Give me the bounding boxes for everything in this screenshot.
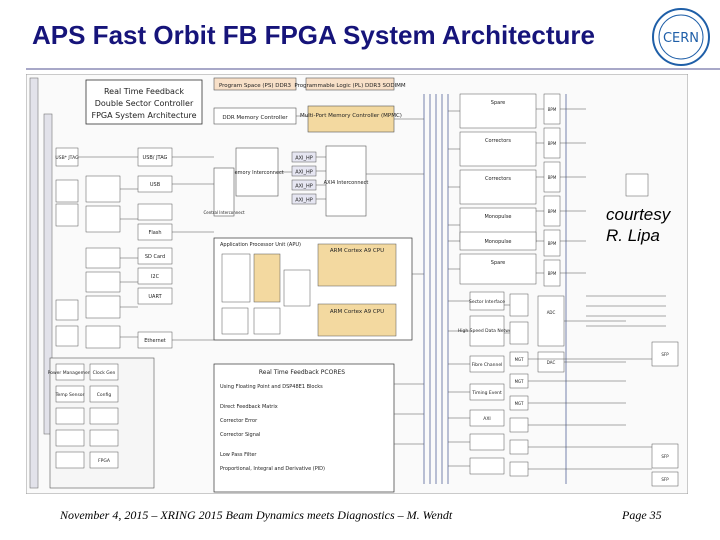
svg-text:ADC: ADC <box>547 310 556 315</box>
svg-text:Clock Gen: Clock Gen <box>93 370 116 376</box>
cern-logo: CERN <box>652 8 710 66</box>
diagram-title-box: Real Time Feedback Double Sector Control… <box>85 79 203 125</box>
page-number: Page 35 <box>622 508 662 522</box>
svg-text:Correctors: Correctors <box>485 138 511 144</box>
svg-text:DAC: DAC <box>547 360 556 365</box>
vertical-buses <box>423 94 567 484</box>
svg-text:Memory Interconnect: Memory Interconnect <box>230 170 284 176</box>
svg-text:ARM Cortex A9 CPU: ARM Cortex A9 CPU <box>330 248 384 254</box>
courtesy-line-2: R. Lipa <box>606 226 660 245</box>
svg-text:Config: Config <box>97 392 112 398</box>
svg-text:Corrector Error: Corrector Error <box>220 418 258 424</box>
svg-text:AXI_HP: AXI_HP <box>295 184 313 190</box>
svg-text:SFP: SFP <box>661 352 669 357</box>
svg-text:Ethernet: Ethernet <box>144 338 166 344</box>
pl-ddr3-block: Programmable Logic (PL) DDR3 SODIMM <box>294 77 406 91</box>
diagram-title-line-1: Real Time Feedback <box>104 87 184 96</box>
svg-text:SFP: SFP <box>661 454 669 459</box>
apu-block: Application Processor Unit (APU) ARM Cor… <box>213 237 413 341</box>
bottom-left-blocks: Power Management Clock Gen Temp Sensor C… <box>48 357 155 489</box>
svg-text:MGT: MGT <box>515 357 524 362</box>
slide-title: APS Fast Orbit FB FPGA System Architectu… <box>32 20 595 50</box>
central-interconnect: Central Interconnect <box>203 167 245 217</box>
svg-text:Timing Event: Timing Event <box>471 390 502 396</box>
svg-text:BPM: BPM <box>548 107 557 112</box>
svg-text:I2C: I2C <box>151 274 160 280</box>
far-right-boxes: ADC DAC SFP SFP SFP <box>537 173 679 487</box>
svg-text:SD Card: SD Card <box>145 254 165 260</box>
right-modules: Spare Correctors Correctors Monopulse Mo… <box>459 93 537 285</box>
svg-text:SFP: SFP <box>661 477 669 482</box>
svg-text:MGT: MGT <box>515 379 524 384</box>
svg-text:USB: USB <box>150 182 161 188</box>
connection-lines <box>78 108 666 470</box>
courtesy-line-1: courtesy <box>606 205 671 224</box>
svg-text:AXI4 Interconnect: AXI4 Interconnect <box>324 180 369 186</box>
svg-text:Power Management: Power Management <box>48 370 93 376</box>
high-speed-column: Sector Interface High Speed Data Network… <box>458 291 517 475</box>
svg-text:Central Interconnect: Central Interconnect <box>203 210 245 215</box>
svg-text:ARM Cortex A9 CPU: ARM Cortex A9 CPU <box>330 309 384 315</box>
mgt-column: MGT MGT MGT <box>509 293 529 477</box>
svg-text:FPGA: FPGA <box>98 458 111 464</box>
svg-text:BPM: BPM <box>548 209 557 214</box>
mpmc-block: Multi-Port Memory Controller (MPMC) <box>300 105 402 133</box>
axi-hp-ports: AXI_HP AXI_HP AXI_HP AXI_HP <box>291 151 317 205</box>
memory-interconnect: Memory Interconnect <box>230 147 284 197</box>
cern-logo-text: CERN <box>663 31 699 46</box>
svg-text:AXI_HP: AXI_HP <box>295 170 313 176</box>
svg-text:Sector Interface: Sector Interface <box>469 299 505 305</box>
svg-text:Low Pass Filter: Low Pass Filter <box>220 452 257 458</box>
svg-text:USB* JTAG: USB* JTAG <box>55 155 79 161</box>
svg-text:BPM: BPM <box>548 141 557 146</box>
svg-text:Monopulse: Monopulse <box>484 239 511 245</box>
left-peripheral-column: USB* JTAG <box>55 147 121 349</box>
svg-text:Programmable Logic (PL) DDR3 S: Programmable Logic (PL) DDR3 SODIMM <box>294 83 406 89</box>
svg-text:Application Processor Unit (AP: Application Processor Unit (APU) <box>220 242 301 248</box>
svg-text:Proportional, Integral and Der: Proportional, Integral and Derivative (P… <box>220 466 325 472</box>
svg-text:Flash: Flash <box>148 230 161 236</box>
svg-text:Direct Feedback Matrix: Direct Feedback Matrix <box>220 404 278 410</box>
svg-text:Temp Sensor: Temp Sensor <box>55 392 85 398</box>
svg-text:DDR Memory Controller: DDR Memory Controller <box>222 115 288 121</box>
svg-text:Corrector Signal: Corrector Signal <box>220 432 260 438</box>
svg-text:BPM: BPM <box>548 241 557 246</box>
svg-text:BPM: BPM <box>548 175 557 180</box>
diagram-title-line-2: Double Sector Controller <box>95 99 194 108</box>
slide-footer: November 4, 2015 – XRING 2015 Beam Dynam… <box>60 508 453 522</box>
svg-text:UART: UART <box>148 294 162 300</box>
svg-text:Fibre Channel: Fibre Channel <box>472 362 503 368</box>
axi4-interconnect: AXI4 Interconnect <box>324 145 369 217</box>
svg-text:Real Time Feedback PCORES: Real Time Feedback PCORES <box>259 369 345 376</box>
title-rule <box>26 68 720 70</box>
rt-feedback-block: Real Time Feedback PCORES Using Floating… <box>213 363 395 493</box>
svg-text:AXI: AXI <box>483 416 491 422</box>
svg-text:Spare: Spare <box>491 100 505 106</box>
ps-ddr3-block: Program Space (PS) DDR3 <box>213 77 297 91</box>
svg-text:USB/ JTAG: USB/ JTAG <box>143 155 168 161</box>
diagram-title-line-3: FPGA System Architecture <box>92 111 197 120</box>
svg-text:Monopulse: Monopulse <box>484 214 511 220</box>
svg-text:AXI_HP: AXI_HP <box>295 198 313 204</box>
svg-text:AXI_HP: AXI_HP <box>295 156 313 162</box>
bpm-connector-column: BPM BPM BPM BPM BPM BPM <box>543 93 561 287</box>
ddr-memory-controller: DDR Memory Controller <box>213 107 297 125</box>
svg-text:Correctors: Correctors <box>485 176 511 182</box>
svg-text:MGT: MGT <box>515 401 524 406</box>
svg-text:BPM: BPM <box>548 271 557 276</box>
svg-text:High Speed Data Network: High Speed Data Network <box>458 328 517 334</box>
courtesy-note: courtesy R. Lipa <box>606 204 670 246</box>
svg-text:Multi-Port Memory Controller (: Multi-Port Memory Controller (MPMC) <box>300 113 402 119</box>
architecture-diagram: Real Time Feedback Double Sector Control… <box>26 74 688 494</box>
svg-text:Program Space (PS) DDR3: Program Space (PS) DDR3 <box>219 83 292 89</box>
ps-peripheral-stack: USB/ JTAG USB Flash SD Card I2C UART Eth… <box>137 147 173 349</box>
svg-text:Spare: Spare <box>491 260 505 266</box>
svg-text:Using Floating Point and DSP48: Using Floating Point and DSP48E1 Blocks <box>220 384 323 390</box>
